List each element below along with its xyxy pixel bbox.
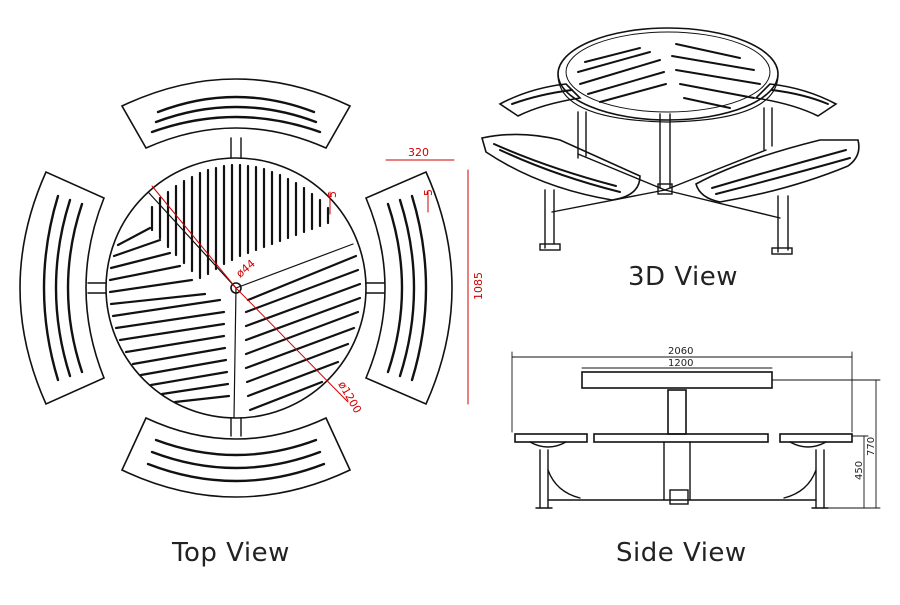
iso-view <box>480 27 860 255</box>
iso-seat-front-right <box>695 139 860 203</box>
top-view-arms <box>87 137 385 437</box>
dim-seat-width: 320 <box>408 146 429 159</box>
bench-left <box>19 170 106 406</box>
bench-bottom <box>120 416 352 498</box>
dim-seat-height: 450 <box>854 461 865 480</box>
dim-top-diameter: ø1200 <box>335 379 364 416</box>
top-slats-left <box>108 226 231 404</box>
table-top-circle <box>105 157 367 419</box>
dim-gap-b: 5 <box>422 189 435 196</box>
side-dimension-lines <box>511 351 881 509</box>
top-dimension-lines <box>151 159 469 405</box>
iso-frame <box>539 107 793 255</box>
dim-seat-length: 1085 <box>472 272 485 300</box>
dim-overall-width: 2060 <box>668 346 693 357</box>
iso-table-top <box>557 27 779 121</box>
iso-top-slats <box>577 43 761 109</box>
side-seat-right <box>779 433 853 443</box>
side-view-label: Side View <box>616 538 747 568</box>
iso-seat-back-left <box>498 83 582 117</box>
bench-top <box>120 78 352 150</box>
dim-gap-a: 5 <box>326 191 339 198</box>
dim-table-height: 770 <box>866 437 877 456</box>
bench-right <box>364 170 453 406</box>
side-frame <box>529 441 829 509</box>
dim-top-width: 1200 <box>668 358 693 369</box>
top-view-label: Top View <box>172 538 290 568</box>
iso-seat-front-left <box>480 133 641 201</box>
top-view <box>19 78 469 498</box>
dim-post-diameter: ø44 <box>234 257 258 280</box>
3d-view-label: 3D View <box>628 262 739 292</box>
iso-seat-back-right <box>754 83 838 117</box>
side-seat-center <box>593 433 769 443</box>
top-slats-upper <box>150 163 330 280</box>
side-view <box>511 351 881 509</box>
side-seat-left <box>514 433 588 443</box>
top-slats-right <box>244 254 362 412</box>
side-table-top <box>581 371 773 389</box>
side-post <box>667 389 687 435</box>
